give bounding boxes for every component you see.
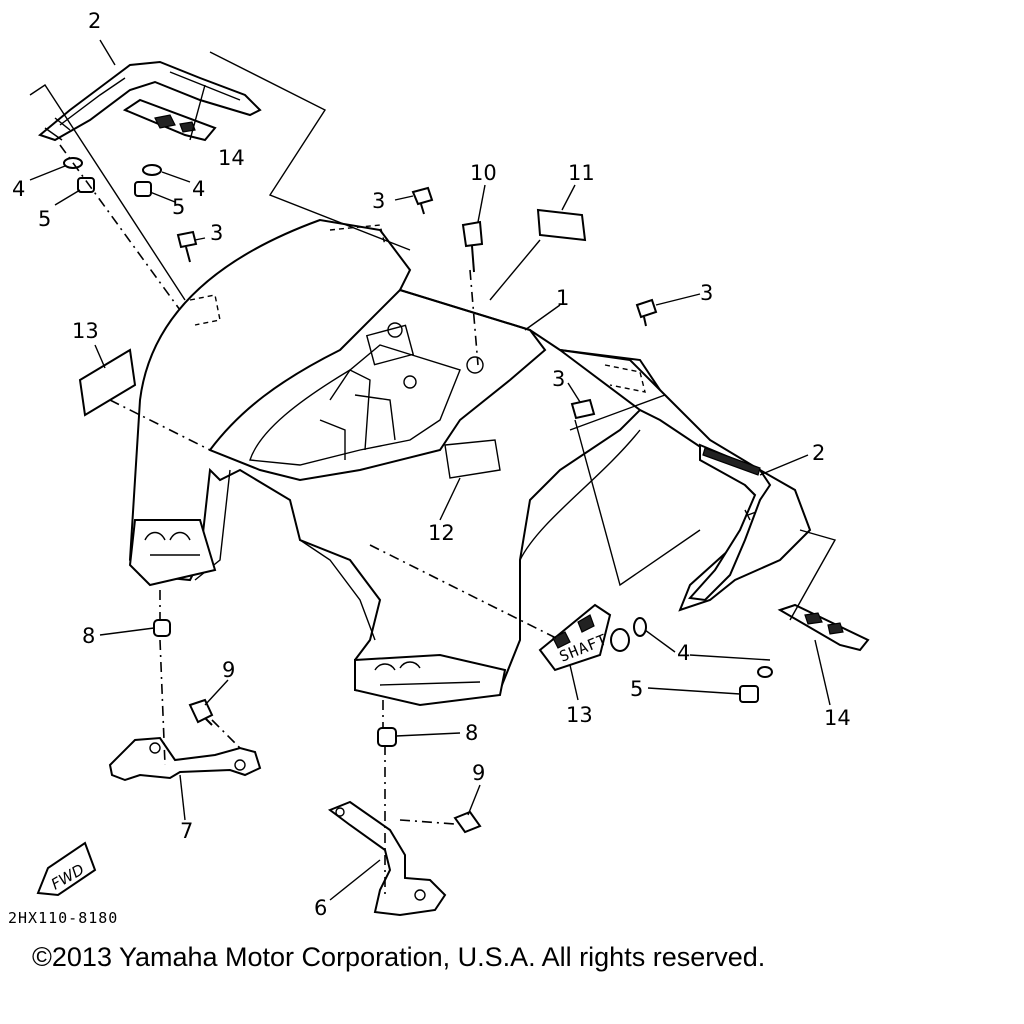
grab-bar-right [687, 443, 772, 602]
callout-11: 11 [568, 161, 595, 185]
callout-3-center: 3 [552, 367, 565, 391]
callout-10: 10 [470, 161, 497, 185]
bracket-7 [108, 736, 262, 782]
callout-4-left: 4 [12, 177, 25, 201]
reflector-plate-right [777, 603, 870, 652]
callout-6: 6 [314, 896, 327, 920]
callout-1: 1 [556, 286, 569, 310]
leader-lines [29, 39, 837, 901]
callout-13-right: 13 [566, 703, 593, 727]
hardware [63, 157, 773, 834]
callout-8-bottom: 8 [465, 721, 478, 745]
callout-5-mid: 5 [172, 195, 185, 219]
callouts: 2 14 4 5 4 5 3 3 10 11 1 3 13 3 2 12 8 9… [12, 9, 851, 920]
callout-4-right: 4 [677, 641, 690, 665]
callout-2-top: 2 [88, 9, 101, 33]
callout-4-mid: 4 [192, 177, 205, 201]
fwd-arrow: FWD [36, 841, 97, 897]
callout-2-right: 2 [812, 441, 825, 465]
callout-3-left: 3 [210, 221, 223, 245]
callout-12: 12 [428, 521, 455, 545]
callout-8-left: 8 [82, 624, 95, 648]
drawing-code: 2HX110-8180 [8, 909, 118, 927]
callout-5-left: 5 [38, 207, 51, 231]
callout-5-right: 5 [630, 677, 643, 701]
callout-9-bottom: 9 [472, 761, 485, 785]
callout-14-right: 14 [824, 706, 851, 730]
callout-7: 7 [180, 819, 193, 843]
callout-3-right: 3 [700, 281, 713, 305]
bracket-6 [327, 800, 447, 917]
copyright-notice: ©2013 Yamaha Motor Corporation, U.S.A. A… [32, 942, 766, 972]
callout-13-left: 13 [72, 319, 99, 343]
callout-9-left: 9 [222, 658, 235, 682]
callout-14-top: 14 [218, 146, 245, 170]
shaft-decal: SHAFT [538, 603, 612, 672]
callout-3-top: 3 [372, 189, 385, 213]
reflector-plate-left [122, 98, 217, 142]
